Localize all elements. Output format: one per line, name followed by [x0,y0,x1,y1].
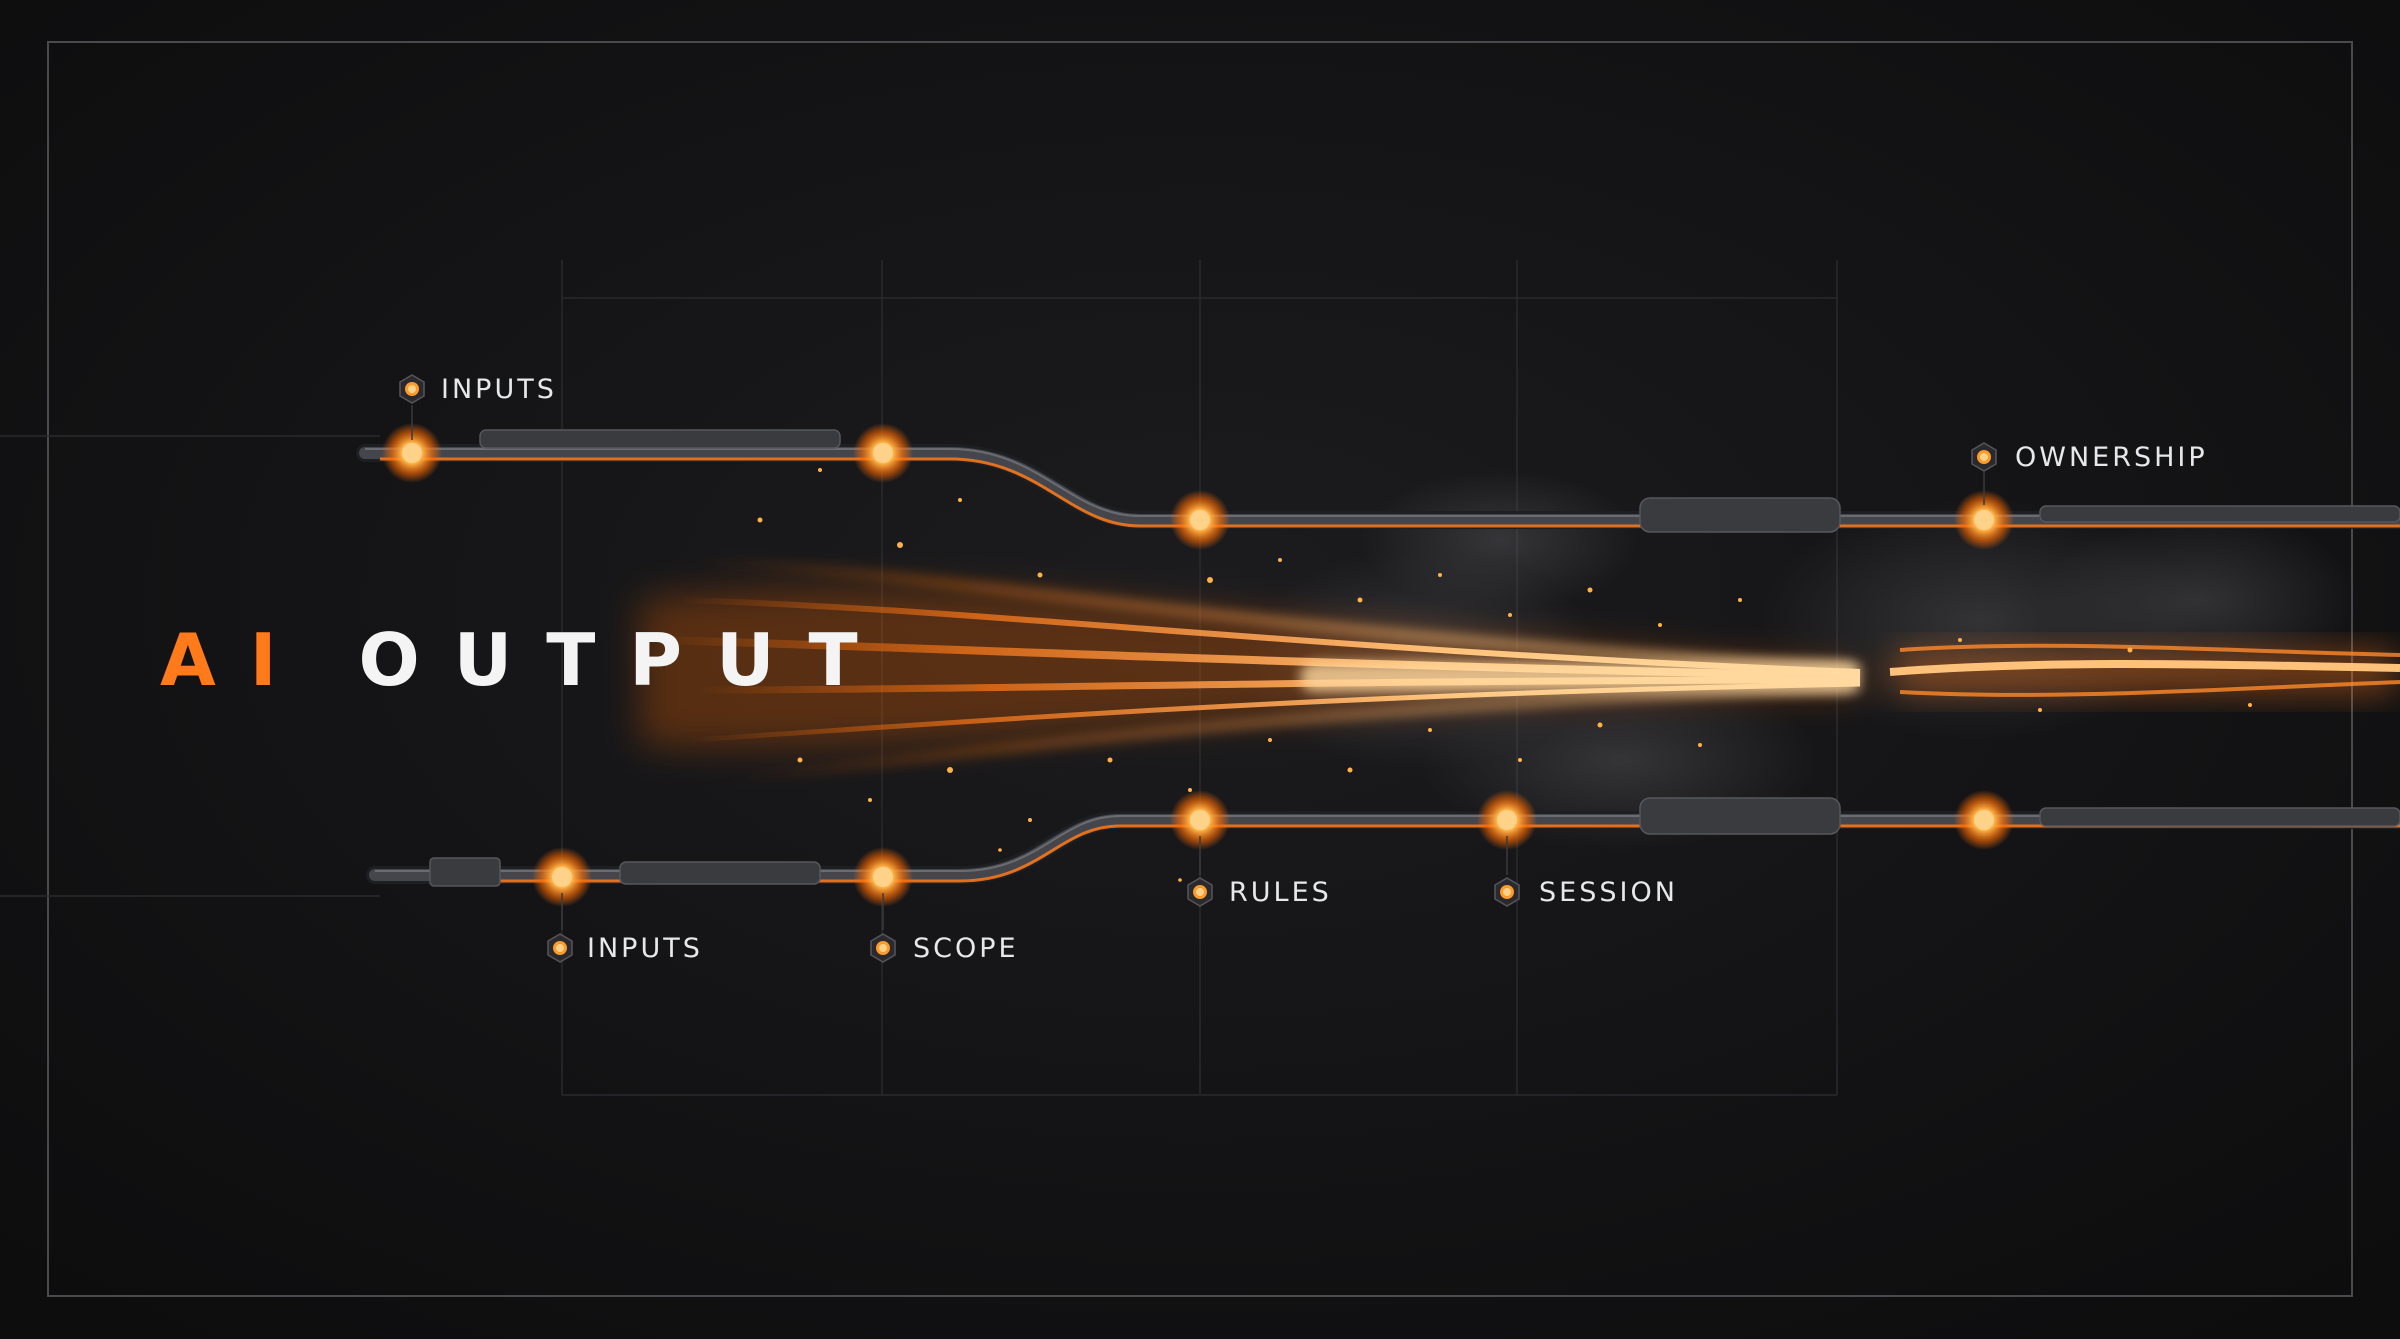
title-main: OUTPUT [358,618,892,702]
title: AI OUTPUT [160,620,892,700]
pipe-node [1170,490,1230,550]
label-rules: RULES [1229,877,1332,908]
pipe-nodes [382,423,2014,907]
hex-node-icon [1971,442,1997,472]
title-accent: AI [160,618,311,702]
hex-node-icon [547,933,573,963]
label-session: SESSION [1539,877,1678,908]
energy-stream [640,557,2400,782]
hex-node-icon [1494,877,1520,907]
pipe-node [1954,490,2014,550]
pipe-node [382,423,442,483]
top-pipe [356,429,2400,533]
pipe-node [1477,790,1537,850]
hex-node-icon [399,374,425,404]
hex-node-icon [870,933,896,963]
pipe-node [1170,790,1230,850]
label-inputs-top: INPUTS [441,374,557,405]
pipe-node [853,847,913,907]
pipe-node [1954,790,2014,850]
pipe-node [532,847,592,907]
label-scope: SCOPE [913,933,1019,964]
label-ownership: OWNERSHIP [2015,442,2208,473]
bottom-pipe [366,797,2400,887]
pipe-node [853,423,913,483]
label-inputs-bottom: INPUTS [587,933,703,964]
label-leaders [411,405,1985,930]
hex-node-icon [1187,877,1213,907]
